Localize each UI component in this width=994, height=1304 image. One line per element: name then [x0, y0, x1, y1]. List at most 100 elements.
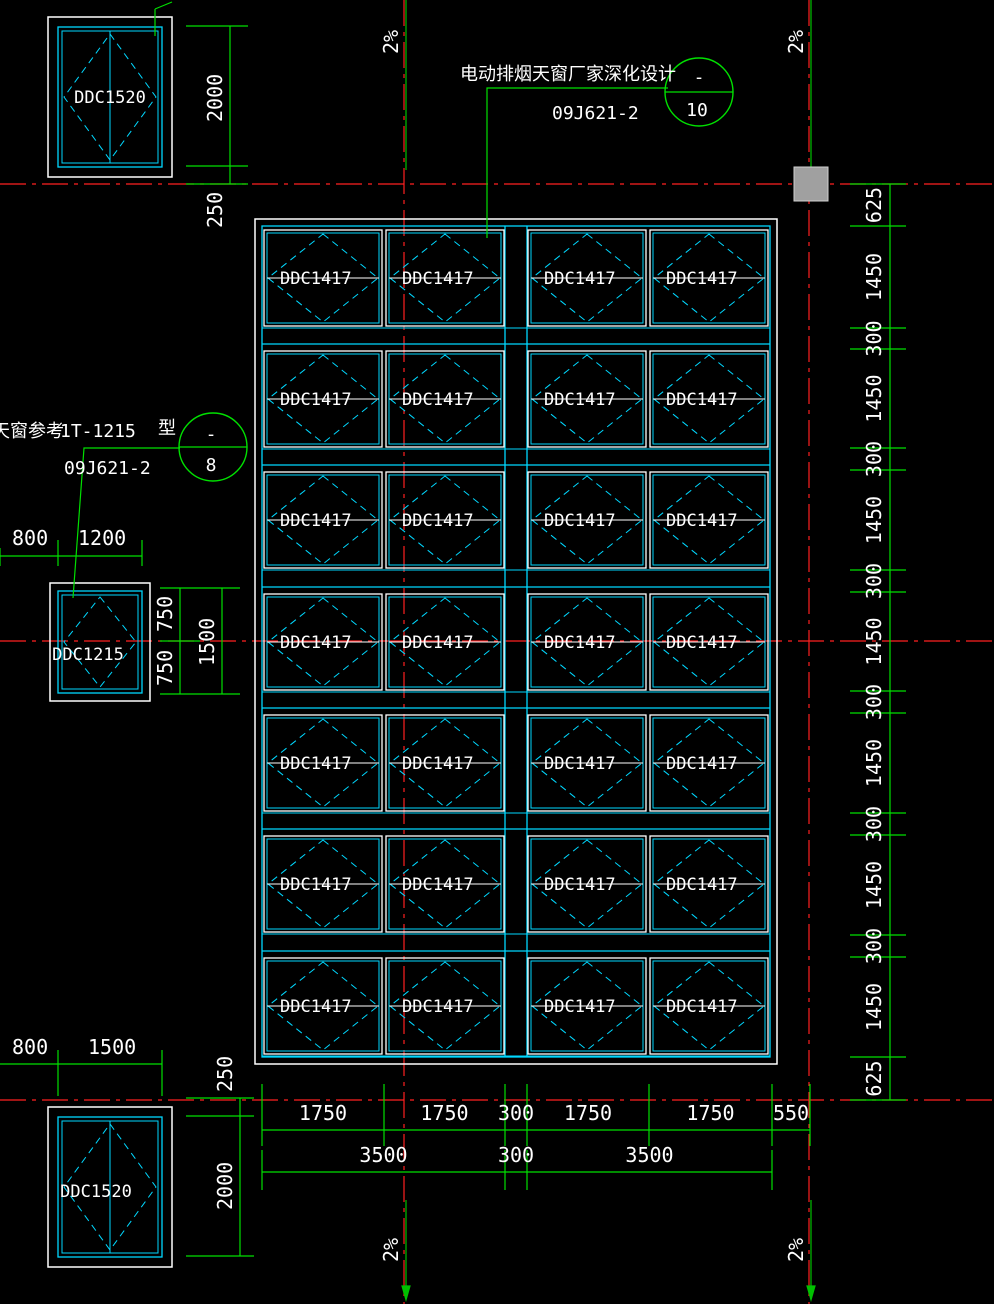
- dim-right-label: 625: [862, 1060, 886, 1096]
- window-tag-large: DDC1417: [544, 754, 616, 774]
- top-note: 电动排烟天窗厂家深化设计: [460, 64, 676, 85]
- dim-bottom-left-gap: 250: [213, 1056, 237, 1092]
- dim-right-label: 1450: [862, 983, 886, 1031]
- dims-bottom-ticks: [261, 1084, 811, 1190]
- skylight-unit: DDC1417: [263, 957, 383, 1055]
- dim-bottom-total-label: 300: [498, 1143, 534, 1167]
- green-slope-lines: [401, 0, 816, 1303]
- dim-right-label: 300: [862, 684, 886, 720]
- window-tag-large: DDC1417: [280, 269, 352, 289]
- skylight-unit: DDC1417: [649, 350, 769, 448]
- window-tag-mid-left: DDC1215: [52, 645, 124, 665]
- skylight-unit: DDC1417: [385, 593, 505, 691]
- dim-mid-left-w2: 1200: [78, 526, 126, 550]
- skylight-unit: DDC1417: [385, 229, 505, 327]
- window-tag-large: DDC1417: [280, 754, 352, 774]
- dims-right: 6251450300145030014503001450300145030014…: [850, 183, 906, 1101]
- skylight-unit: DDC1417: [527, 593, 647, 691]
- skylight-unit: DDC1417: [527, 835, 647, 933]
- skylight-inner-frame: [261, 225, 771, 1058]
- skylight-unit: DDC1417: [385, 714, 505, 812]
- skylight-outer-frame: [254, 218, 778, 1065]
- dims-right-ticks: [850, 183, 906, 1101]
- skylight-unit: DDC1417: [649, 229, 769, 327]
- left-note-b: 1T-1215: [60, 421, 136, 442]
- left-ref-code: 09J621-2: [64, 458, 151, 479]
- dim-right-label: 1450: [862, 496, 886, 544]
- skylight-unit: DDC1417: [263, 350, 383, 448]
- skylight-unit: DDC1417: [649, 835, 769, 933]
- dim-bottom-left-height: 2000: [213, 1162, 237, 1210]
- top-bubble-bottom: 10: [686, 100, 708, 121]
- skylight-unit: DDC1417: [649, 471, 769, 569]
- dim-bottom-total-label: 3500: [625, 1143, 673, 1167]
- dim-bottom-total-label: 3500: [359, 1143, 407, 1167]
- dim-right-label: 625: [862, 187, 886, 223]
- window-tag-large: DDC1417: [402, 754, 474, 774]
- window-tag-large: DDC1417: [544, 390, 616, 410]
- dim-right-label: 300: [862, 441, 886, 477]
- window-tag-large: DDC1417: [666, 390, 738, 410]
- grip-handle[interactable]: [793, 166, 829, 202]
- dims-left-text: 2000 250 800 1200 750 750 1500 800 1500 …: [12, 74, 237, 1210]
- dim-bottom-left-w2: 1500: [88, 1035, 136, 1059]
- left-bubble-top: -: [206, 424, 217, 445]
- slope-labels: 2% 2% 2% 2%: [379, 30, 808, 1262]
- top-ref-code: 09J621-2: [552, 103, 639, 124]
- dim-right-label: 300: [862, 806, 886, 842]
- left-note-c: 型: [158, 418, 176, 439]
- window-tag-large: DDC1417: [280, 390, 352, 410]
- dim-bottom-label: 1750: [564, 1101, 612, 1125]
- window-tag-large: DDC1417: [402, 997, 474, 1017]
- window-tag-large: DDC1417: [544, 511, 616, 531]
- skylight-unit: DDC1417: [649, 957, 769, 1055]
- dim-mid-left-total: 1500: [195, 618, 219, 666]
- dim-right-label: 300: [862, 928, 886, 964]
- skylight-unit: DDC1417: [385, 957, 505, 1055]
- dim-bottom-label: 300: [498, 1101, 534, 1125]
- skylight-unit: DDC1417: [263, 471, 383, 569]
- skylight-unit: DDC1417: [263, 714, 383, 812]
- top-callout: 电动排烟天窗厂家深化设计 09J621-2 - 10: [460, 57, 734, 238]
- dim-bottom-label: 1750: [686, 1101, 734, 1125]
- skylight-unit: DDC1417: [263, 593, 383, 691]
- slope-arrow-left: [401, 1285, 411, 1303]
- left-note-a: 天窗参考: [0, 421, 64, 442]
- window-tag-large: DDC1417: [544, 633, 616, 653]
- window-tag-large: DDC1417: [402, 390, 474, 410]
- dim-mid-left-w1: 800: [12, 526, 48, 550]
- dim-mid-left-h2: 750: [153, 650, 177, 686]
- skylight-unit: DDC1417: [385, 835, 505, 933]
- window-tag-large: DDC1417: [666, 633, 738, 653]
- window-top-left: DDC1520: [47, 16, 173, 178]
- dim-bottom-label: 1750: [299, 1101, 347, 1125]
- dim-right-label: 300: [862, 320, 886, 356]
- window-tag-large: DDC1417: [666, 754, 738, 774]
- skylight-unit: DDC1417: [527, 714, 647, 812]
- skylight-unit: DDC1417: [263, 835, 383, 933]
- window-tag-large: DDC1417: [280, 633, 352, 653]
- dim-top-left-gap: 250: [203, 192, 227, 228]
- skylight-unit: DDC1417: [385, 471, 505, 569]
- skylight-unit: DDC1417: [649, 593, 769, 691]
- dim-bottom-label: 1750: [420, 1101, 468, 1125]
- window-tag-large: DDC1417: [666, 875, 738, 895]
- dim-right-label: 1450: [862, 374, 886, 422]
- skylight-unit: DDC1417: [527, 350, 647, 448]
- skylight-unit: DDC1417: [649, 714, 769, 812]
- dim-right-label: 1450: [862, 253, 886, 301]
- window-bottom-left: DDC1520: [47, 1106, 173, 1268]
- skylight-unit: DDC1417: [385, 350, 505, 448]
- window-tag-large: DDC1417: [402, 633, 474, 653]
- slope-upper-left: 2%: [379, 30, 403, 54]
- window-tag-large: DDC1417: [402, 511, 474, 531]
- window-tag-large: DDC1417: [280, 997, 352, 1017]
- dim-mid-left-h1: 750: [153, 596, 177, 632]
- window-tag-large: DDC1417: [544, 875, 616, 895]
